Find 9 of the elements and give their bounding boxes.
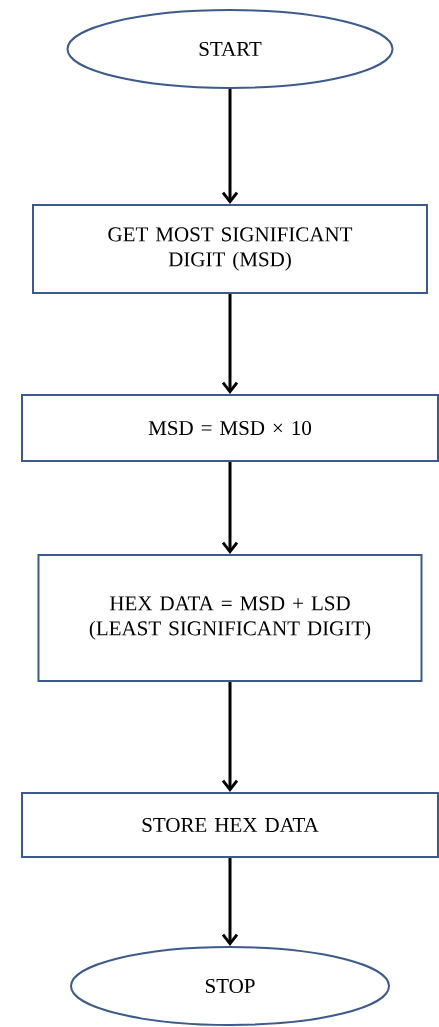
arrow	[221, 294, 239, 394]
arrow	[221, 682, 239, 792]
process-box: MSD = MSD × 10	[21, 394, 439, 462]
process-box: GET MOST SIGNIFICANT DIGIT (MSD)	[32, 204, 428, 294]
arrow	[221, 89, 239, 204]
arrow	[221, 858, 239, 946]
process-box: STORE HEX DATA	[21, 792, 439, 858]
process-box: HEX DATA = MSD + LSD (LEAST SIGNIFICANT DIGIT)	[37, 554, 423, 682]
arrow	[221, 462, 239, 554]
